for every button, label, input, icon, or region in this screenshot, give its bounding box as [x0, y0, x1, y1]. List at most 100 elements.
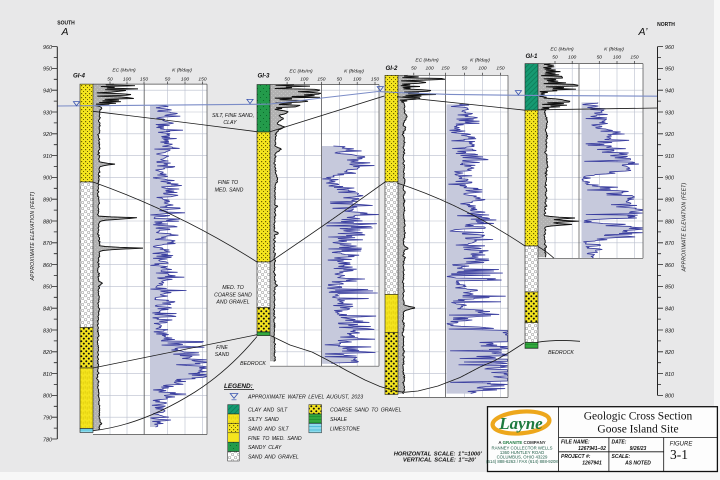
svg-text:50: 50 [107, 76, 113, 82]
svg-text:870: 870 [665, 241, 674, 247]
svg-text:BEDROCK: BEDROCK [548, 350, 574, 356]
svg-text:A GRANITE COMPANY: A GRANITE COMPANY [498, 440, 545, 445]
svg-text:MED. SAND: MED. SAND [215, 188, 244, 194]
svg-text:VERTICAL SCALE: 1”=20’: VERTICAL SCALE: 1”=20’ [403, 458, 477, 464]
svg-text:9/26/23: 9/26/23 [630, 446, 647, 452]
svg-text:LEGEND:: LEGEND: [224, 383, 253, 390]
svg-text:870: 870 [43, 241, 52, 247]
svg-text:CLAY AND SILT: CLAY AND SILT [248, 408, 288, 414]
svg-text:K (ft/day): K (ft/day) [604, 47, 624, 53]
svg-text:K (ft/day): K (ft/day) [470, 58, 490, 64]
svg-text:100: 100 [353, 77, 361, 83]
svg-text:920: 920 [665, 132, 674, 138]
svg-text:100: 100 [478, 65, 486, 71]
svg-text:790: 790 [43, 416, 52, 422]
svg-text:GI-3: GI-3 [257, 73, 270, 80]
svg-text:880: 880 [665, 219, 674, 225]
svg-text:150: 150 [441, 65, 449, 71]
svg-text:890: 890 [665, 198, 674, 204]
svg-text:K (ft/day): K (ft/day) [172, 68, 192, 74]
svg-text:PROJECT #:: PROJECT #: [561, 454, 591, 460]
svg-text:930: 930 [665, 110, 674, 116]
svg-text:MED. TO: MED. TO [222, 285, 244, 291]
svg-text:150: 150 [317, 77, 325, 83]
svg-text:SAND AND GRAVEL: SAND AND GRAVEL [248, 455, 299, 461]
svg-text:CLAY: CLAY [223, 120, 237, 126]
svg-text:FIGURE: FIGURE [670, 442, 694, 448]
svg-text:100: 100 [568, 55, 576, 61]
svg-text:EC (Ms/m): EC (Ms/m) [415, 58, 439, 64]
svg-text:SHALE: SHALE [330, 417, 348, 423]
svg-text:890: 890 [43, 198, 52, 204]
svg-text:850: 850 [43, 285, 52, 291]
svg-text:(614) 888-6263 / FAX (614) 888: (614) 888-6263 / FAX (614) 888-9208 [486, 459, 558, 464]
svg-text:GI-2: GI-2 [385, 65, 398, 72]
svg-text:1267941: 1267941 [582, 460, 602, 466]
svg-text:APPROXIMATE ELEVATION (FEET): APPROXIMATE ELEVATION (FEET) [682, 182, 688, 272]
svg-text:GI-1: GI-1 [525, 53, 538, 60]
svg-text:150: 150 [140, 76, 148, 82]
svg-text:100: 100 [123, 76, 131, 82]
svg-text:RANNEY COLLECTOR WELLS: RANNEY COLLECTOR WELLS [492, 446, 553, 451]
svg-text:1267941–02: 1267941–02 [578, 446, 606, 452]
svg-text:BEDROCK: BEDROCK [240, 361, 266, 367]
svg-text:EC (Ms/m): EC (Ms/m) [289, 69, 313, 75]
svg-text:3-1: 3-1 [670, 447, 688, 462]
svg-text:SAND: SAND [215, 352, 230, 358]
svg-text:840: 840 [43, 307, 52, 313]
svg-text:50: 50 [165, 76, 171, 82]
svg-text:AS NOTED: AS NOTED [624, 460, 651, 466]
svg-text:800: 800 [665, 394, 674, 400]
svg-text:LIMESTONE: LIMESTONE [330, 426, 360, 432]
svg-text:COARSE SAND TO GRAVEL: COARSE SAND TO GRAVEL [330, 408, 402, 414]
svg-text:SOUTH: SOUTH [57, 21, 75, 27]
svg-text:830: 830 [665, 328, 674, 334]
svg-text:100: 100 [181, 76, 189, 82]
svg-text:150: 150 [371, 77, 379, 83]
svg-text:Goose Island Site: Goose Island Site [597, 424, 678, 436]
svg-text:APPROXIMATE ELEVATION (FEET): APPROXIMATE ELEVATION (FEET) [30, 191, 36, 281]
svg-text:820: 820 [43, 350, 52, 356]
svg-text:50: 50 [597, 55, 603, 61]
svg-text:NORTH: NORTH [657, 22, 675, 28]
svg-text:880: 880 [43, 219, 52, 225]
svg-text:SCALE:: SCALE: [612, 454, 631, 460]
svg-text:150: 150 [198, 76, 206, 82]
svg-text:DATE:: DATE: [612, 440, 627, 446]
svg-text:SILT, FINE SAND,: SILT, FINE SAND, [212, 113, 254, 119]
svg-text:HORIZONTAL SCALE: 1”=1000’: HORIZONTAL SCALE: 1”=1000’ [394, 451, 483, 457]
svg-text:EC (Ms/m): EC (Ms/m) [550, 47, 574, 53]
svg-text:810: 810 [665, 372, 674, 378]
svg-text:100: 100 [300, 77, 308, 83]
svg-text:COARSE SAND: COARSE SAND [214, 292, 252, 298]
svg-text:GI-4: GI-4 [73, 73, 86, 80]
svg-text:1360 HUNTLEY ROAD: 1360 HUNTLEY ROAD [500, 450, 544, 455]
svg-text:840: 840 [665, 307, 674, 313]
svg-text:940: 940 [665, 89, 674, 95]
svg-text:100: 100 [426, 65, 434, 71]
svg-text:150: 150 [630, 55, 638, 61]
svg-text:860: 860 [43, 263, 52, 269]
svg-text:960: 960 [43, 45, 52, 51]
svg-text:50: 50 [337, 77, 343, 83]
svg-text:SAND AND SILT: SAND AND SILT [248, 426, 289, 432]
svg-text:900: 900 [665, 176, 674, 182]
svg-text:A: A [60, 26, 68, 38]
svg-text:FINE TO: FINE TO [218, 180, 238, 186]
svg-text:50: 50 [462, 65, 468, 71]
svg-text:830: 830 [43, 328, 52, 334]
svg-text:860: 860 [665, 263, 674, 269]
svg-text:50: 50 [284, 77, 290, 83]
svg-text:940: 940 [43, 89, 52, 95]
svg-text:K (ft/day): K (ft/day) [344, 69, 364, 75]
svg-text:950: 950 [665, 67, 674, 73]
svg-text:SILTY SAND: SILTY SAND [248, 417, 279, 423]
svg-text:950: 950 [43, 67, 52, 73]
svg-text:820: 820 [665, 350, 674, 356]
svg-text:100: 100 [613, 55, 621, 61]
svg-text:AND GRAVEL: AND GRAVEL [215, 299, 249, 305]
svg-text:780: 780 [43, 437, 52, 443]
svg-text:50: 50 [411, 65, 417, 71]
svg-text:800: 800 [43, 394, 52, 400]
svg-text:910: 910 [665, 154, 674, 160]
